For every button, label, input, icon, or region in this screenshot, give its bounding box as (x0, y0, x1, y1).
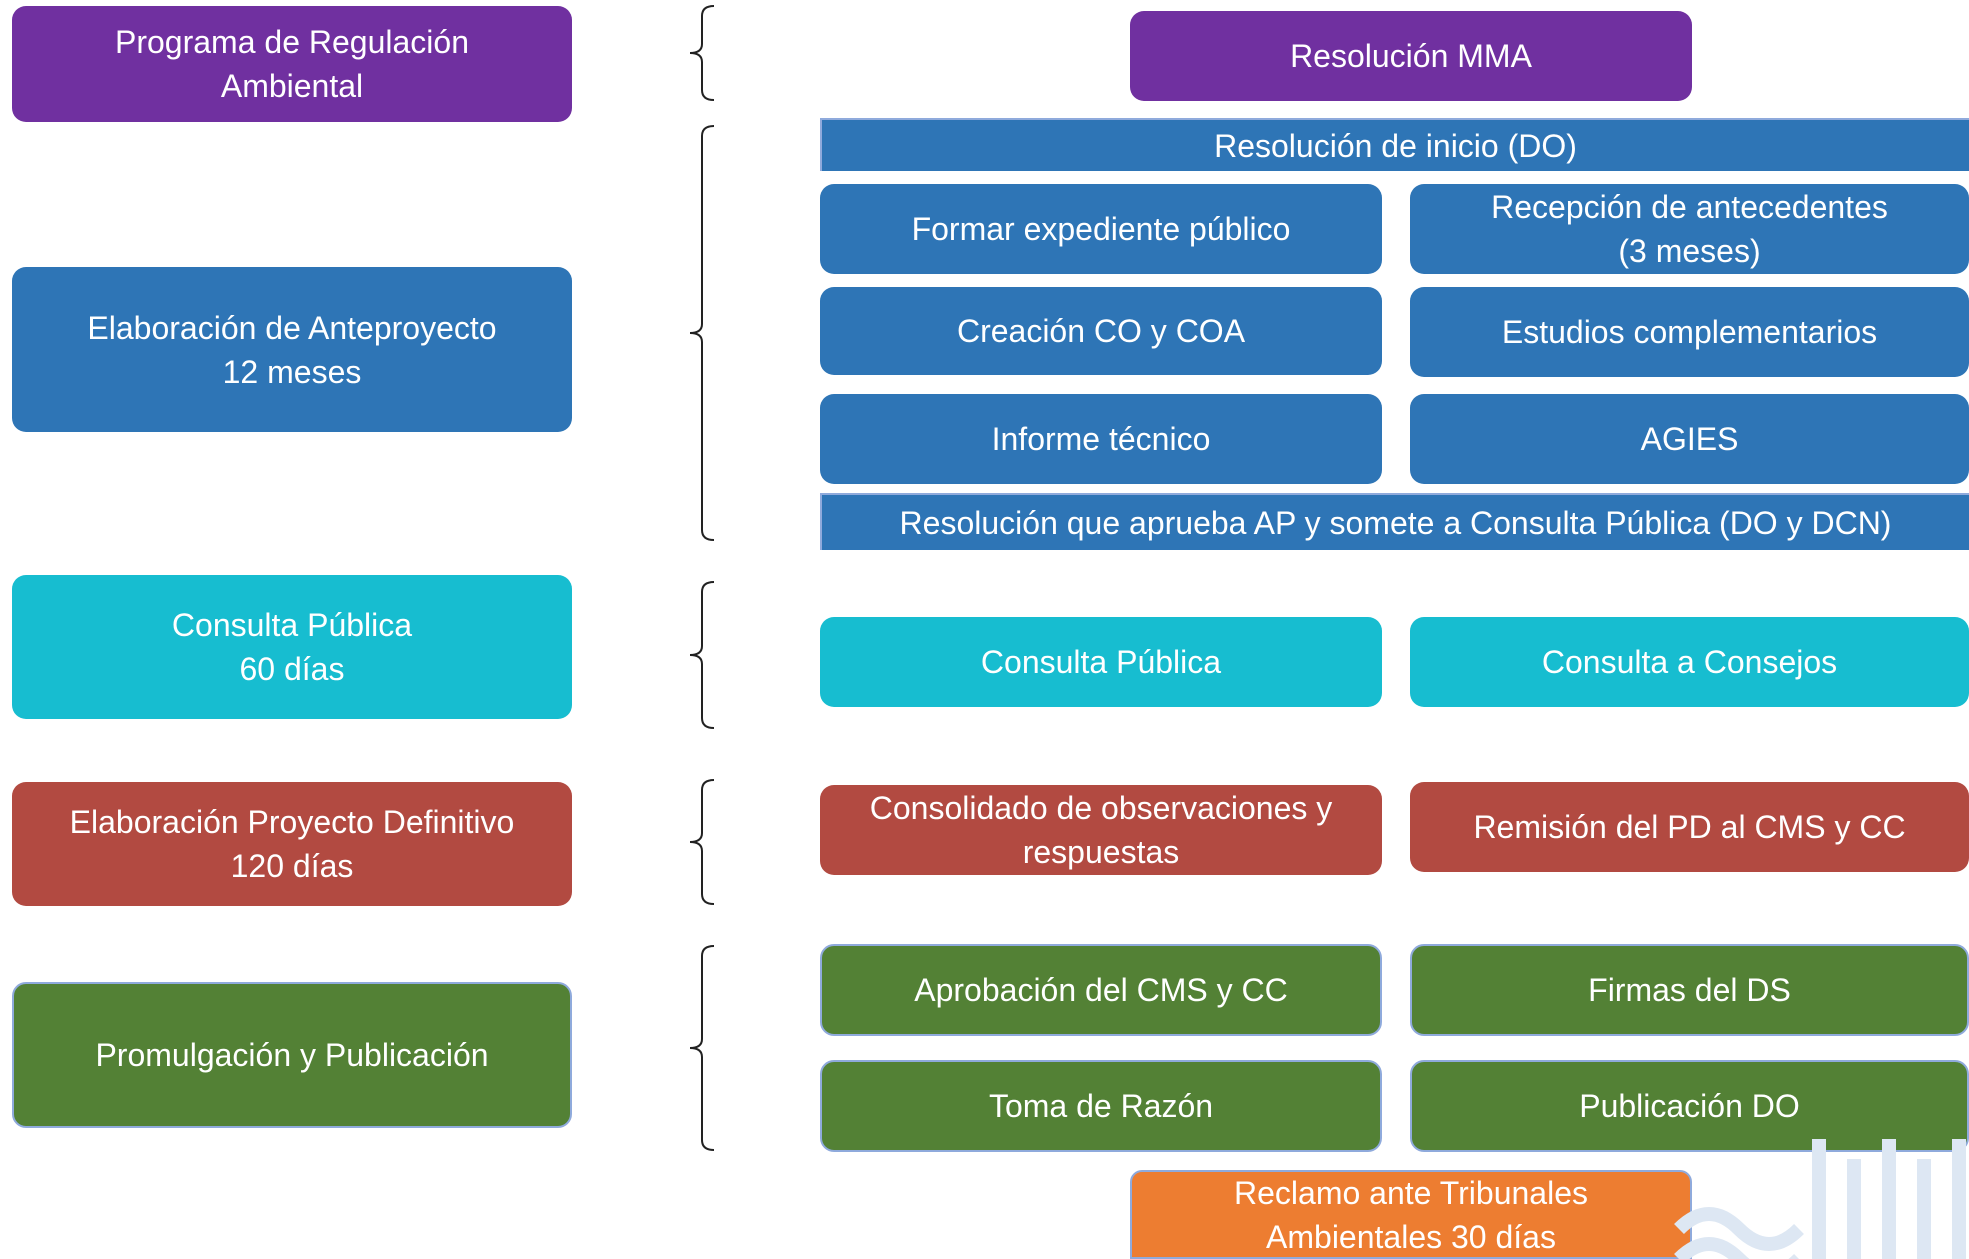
step-toma-razon-label: Toma de Razón (988, 1088, 1214, 1124)
step-creacion-co: Creación CO y COA (820, 287, 1382, 375)
step-consulta-consejos-label: Consulta a Consejos (1541, 644, 1838, 680)
step-remision: Remisión del PD al CMS y CC (1410, 782, 1969, 872)
step-formar-expediente: Formar expediente público (820, 184, 1382, 274)
stage-consulta-label: Consulta Pública 60 días (171, 607, 413, 687)
stage-programa-label: Programa de Regulación Ambiental (115, 24, 469, 104)
step-publicacion-label: Publicación DO (1579, 1088, 1800, 1124)
brace-anteproyecto (689, 125, 715, 541)
step-reclamo-label: Reclamo ante Tribunales Ambientales 30 d… (1234, 1174, 1588, 1255)
step-consolidado-label: Consolidado de observaciones y respuesta… (869, 790, 1333, 870)
step-resolucion-mma-label: Resolución MMA (1290, 38, 1532, 74)
stage-promulgacion: Promulgación y Publicación (12, 982, 572, 1128)
step-informe-tecnico-label: Informe técnico (991, 421, 1211, 457)
step-consulta-publica-label: Consulta Pública (980, 644, 1222, 680)
step-recepcion-antecedentes: Recepción de antecedentes (3 meses) (1410, 184, 1969, 274)
step-firmas-label: Firmas del DS (1588, 972, 1791, 1008)
brace-consulta (689, 581, 715, 729)
watermark-logo (1674, 1139, 1966, 1259)
brace-proyecto-definitivo (689, 779, 715, 905)
step-aprobacion-label: Aprobación del CMS y CC (914, 972, 1288, 1008)
stage-proyecto-definitivo: Elaboración Proyecto Definitivo 120 días (12, 782, 572, 906)
step-publicacion: Publicación DO (1410, 1060, 1969, 1152)
step-creacion-co-label: Creación CO y COA (956, 313, 1246, 349)
step-estudios: Estudios complementarios (1410, 287, 1969, 377)
stage-consulta: Consulta Pública 60 días (12, 575, 572, 719)
step-resolucion-inicio: Resolución de inicio (DO) (820, 118, 1969, 171)
step-formar-expediente-label: Formar expediente público (911, 211, 1291, 247)
step-agies: AGIES (1410, 394, 1969, 484)
step-resolucion-mma: Resolución MMA (1130, 11, 1692, 101)
step-resolucion-inicio-label: Resolución de inicio (DO) (1214, 127, 1577, 164)
stage-anteproyecto: Elaboración de Anteproyecto 12 meses (12, 267, 572, 432)
step-informe-tecnico: Informe técnico (820, 394, 1382, 484)
step-resolucion-aprueba-label: Resolución que aprueba AP y somete a Con… (899, 504, 1892, 541)
step-resolucion-aprueba: Resolución que aprueba AP y somete a Con… (820, 493, 1969, 550)
stage-promulgacion-label: Promulgación y Publicación (95, 1037, 489, 1073)
step-remision-label: Remisión del PD al CMS y CC (1473, 809, 1906, 845)
step-reclamo: Reclamo ante Tribunales Ambientales 30 d… (1130, 1170, 1692, 1259)
step-aprobacion: Aprobación del CMS y CC (820, 944, 1382, 1036)
stage-proyecto-definitivo-label: Elaboración Proyecto Definitivo 120 días (69, 804, 515, 884)
step-firmas: Firmas del DS (1410, 944, 1969, 1036)
brace-promulgacion (689, 945, 715, 1151)
step-consulta-consejos: Consulta a Consejos (1410, 617, 1969, 707)
step-consolidado: Consolidado de observaciones y respuesta… (820, 785, 1382, 875)
stage-programa: Programa de Regulación Ambiental (12, 6, 572, 122)
stage-anteproyecto-label: Elaboración de Anteproyecto 12 meses (87, 309, 497, 390)
step-estudios-label: Estudios complementarios (1501, 314, 1878, 350)
step-toma-razon: Toma de Razón (820, 1060, 1382, 1152)
step-agies-label: AGIES (1640, 421, 1739, 457)
step-recepcion-antecedentes-label: Recepción de antecedentes (3 meses) (1491, 189, 1888, 269)
step-consulta-publica: Consulta Pública (820, 617, 1382, 707)
brace-programa (689, 5, 715, 101)
